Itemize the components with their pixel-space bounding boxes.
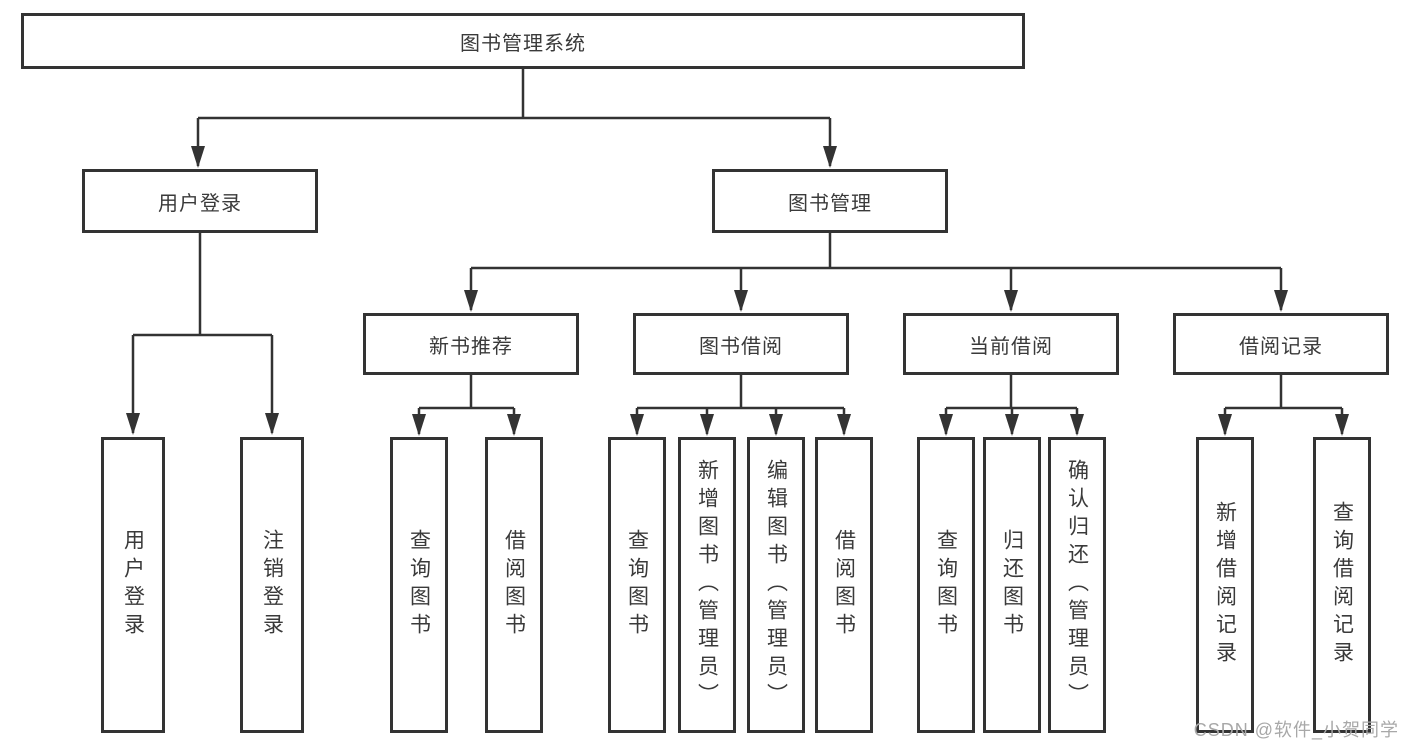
leaf-label: 注销登录	[260, 529, 284, 641]
leaf-current-confirm-return-admin: 确认归还（管理员）	[1048, 437, 1106, 733]
leaf-label: 归还图书	[1000, 529, 1024, 641]
node-new-book-recommend: 新书推荐	[363, 313, 579, 375]
leaf-logout-login: 注销登录	[240, 437, 304, 733]
leaf-recommend-query-books: 查询图书	[390, 437, 448, 733]
node-label: 当前借阅	[969, 335, 1053, 358]
leaf-records-add-borrow-record: 新增借阅记录	[1196, 437, 1254, 733]
leaf-label: 查询借阅记录	[1330, 501, 1354, 669]
leaf-label: 新增借阅记录	[1213, 501, 1237, 669]
leaf-user-login: 用户登录	[101, 437, 165, 733]
leaf-label: 查询图书	[934, 529, 958, 641]
leaf-current-return-books: 归还图书	[983, 437, 1041, 733]
leaf-label: 新增图书（管理员）	[695, 459, 719, 711]
csdn-watermark: CSDN @软件_小贺同学	[1193, 720, 1399, 740]
node-user-login: 用户登录	[82, 169, 318, 233]
node-label: 借阅记录	[1239, 335, 1323, 358]
node-book-borrowing: 图书借阅	[633, 313, 849, 375]
leaf-borrow-borrow-books: 借阅图书	[815, 437, 873, 733]
leaf-label: 编辑图书（管理员）	[764, 459, 788, 711]
node-current-borrowing: 当前借阅	[903, 313, 1119, 375]
leaf-label: 借阅图书	[832, 529, 856, 641]
node-label: 新书推荐	[429, 335, 513, 358]
node-label: 图书借阅	[699, 335, 783, 358]
node-label: 用户登录	[158, 192, 242, 215]
leaf-label: 查询图书	[407, 529, 431, 641]
leaf-borrow-query-books: 查询图书	[608, 437, 666, 733]
leaf-borrow-edit-books-admin: 编辑图书（管理员）	[747, 437, 805, 733]
node-book-management-system: 图书管理系统	[21, 13, 1025, 69]
node-borrowing-records: 借阅记录	[1173, 313, 1389, 375]
leaf-label: 借阅图书	[502, 529, 526, 641]
leaf-recommend-borrow-books: 借阅图书	[485, 437, 543, 733]
leaf-records-query-borrow-record: 查询借阅记录	[1313, 437, 1371, 733]
leaf-label: 确认归还（管理员）	[1065, 459, 1089, 711]
leaf-current-query-books: 查询图书	[917, 437, 975, 733]
node-label: 图书管理系统	[460, 32, 586, 55]
node-book-management: 图书管理	[712, 169, 948, 233]
node-label: 图书管理	[788, 192, 872, 215]
leaf-borrow-add-books-admin: 新增图书（管理员）	[678, 437, 736, 733]
leaf-label: 查询图书	[625, 529, 649, 641]
leaf-label: 用户登录	[121, 529, 145, 641]
